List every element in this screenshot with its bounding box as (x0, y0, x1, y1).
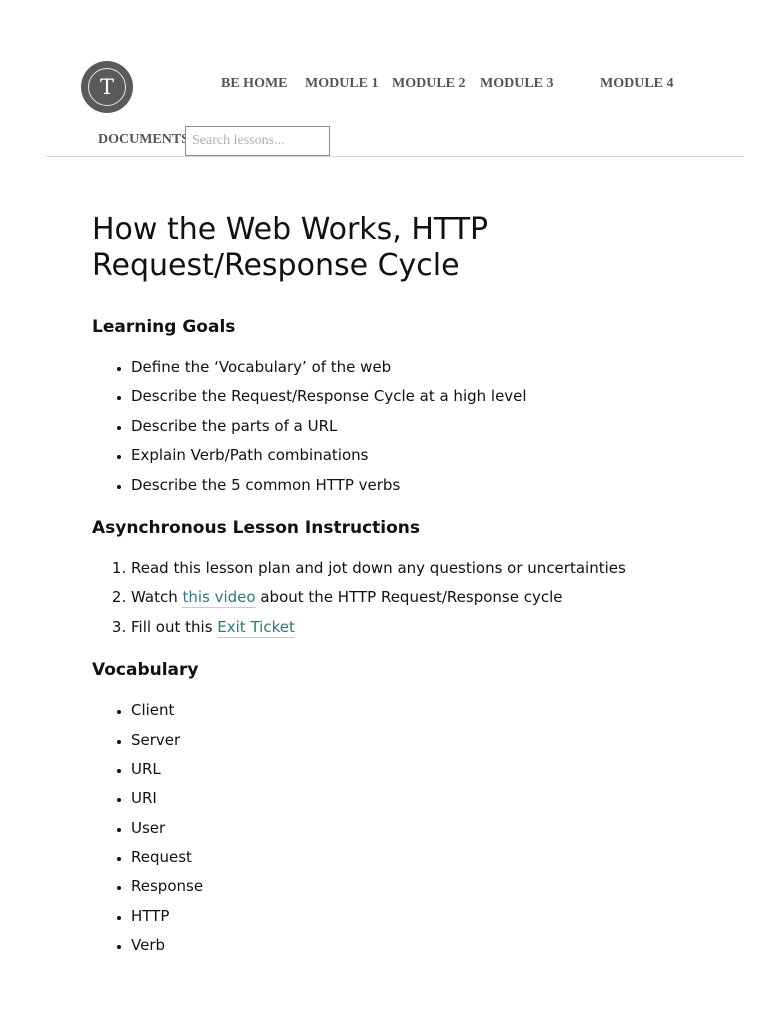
nav-module-3[interactable]: MODULE 3 (480, 76, 554, 91)
list-item: Verb (131, 931, 732, 960)
list-item: Request (131, 843, 732, 872)
list-item: Describe the 5 common HTTP verbs (131, 471, 732, 500)
item-text: Fill out this (131, 617, 218, 636)
list-item: Read this lesson plan and jot down any q… (131, 554, 732, 583)
learning-goals-heading: Learning Goals (92, 317, 236, 337)
list-item: URI (131, 784, 732, 813)
header-divider (46, 156, 744, 157)
page-title-line-2: Request/Response Cycle (92, 248, 460, 283)
nav-module-4[interactable]: MODULE 4 (600, 76, 674, 91)
logo-ring: T (88, 68, 126, 106)
exit-ticket-link[interactable]: Exit Ticket (217, 617, 295, 638)
item-text: Watch (131, 588, 183, 607)
vocabulary-list: Client Server URL URI User Request Respo… (92, 696, 732, 961)
list-item: User (131, 814, 732, 843)
list-item: Response (131, 872, 732, 901)
search-input[interactable] (185, 126, 330, 156)
site-logo[interactable]: T (81, 61, 133, 113)
logo-letter: T (99, 74, 114, 99)
nav-module-2[interactable]: MODULE 2 (392, 76, 466, 91)
site-header: T BE HOME MODULE 1 MODULE 2 MODULE 3 MOD… (0, 0, 768, 158)
this-video-link[interactable]: this video (182, 588, 256, 609)
list-item: Describe the Request/Response Cycle at a… (131, 382, 732, 411)
lesson-content: How the Web Works, HTTP Request/Response… (92, 212, 732, 961)
list-item: Client (131, 696, 732, 725)
async-instructions-list: Read this lesson plan and jot down any q… (92, 554, 732, 642)
list-item: HTTP (131, 902, 732, 931)
vocabulary-heading: Vocabulary (92, 660, 199, 681)
item-text: about the HTTP Request/Response cycle (255, 588, 563, 607)
page-title-line-1: How the Web Works, HTTP (92, 212, 489, 247)
learning-goals-list: Define the ‘Vocabulary’ of the web Descr… (92, 353, 732, 500)
list-item: Watch this video about the HTTP Request/… (131, 583, 732, 612)
nav-documents[interactable]: DOCUMENTS (98, 132, 190, 147)
page-title: How the Web Works, HTTP Request/Response… (92, 212, 732, 284)
list-item: Explain Verb/Path combinations (131, 441, 732, 470)
list-item: URL (131, 755, 732, 784)
list-item: Define the ‘Vocabulary’ of the web (131, 353, 732, 382)
list-item: Fill out this Exit Ticket (131, 613, 732, 642)
nav-module-1[interactable]: MODULE 1 (305, 76, 379, 91)
async-instructions-heading: Asynchronous Lesson Instructions (92, 517, 421, 538)
nav-be-home[interactable]: BE HOME (221, 76, 288, 91)
list-item: Describe the parts of a URL (131, 412, 732, 441)
list-item: Server (131, 726, 732, 755)
